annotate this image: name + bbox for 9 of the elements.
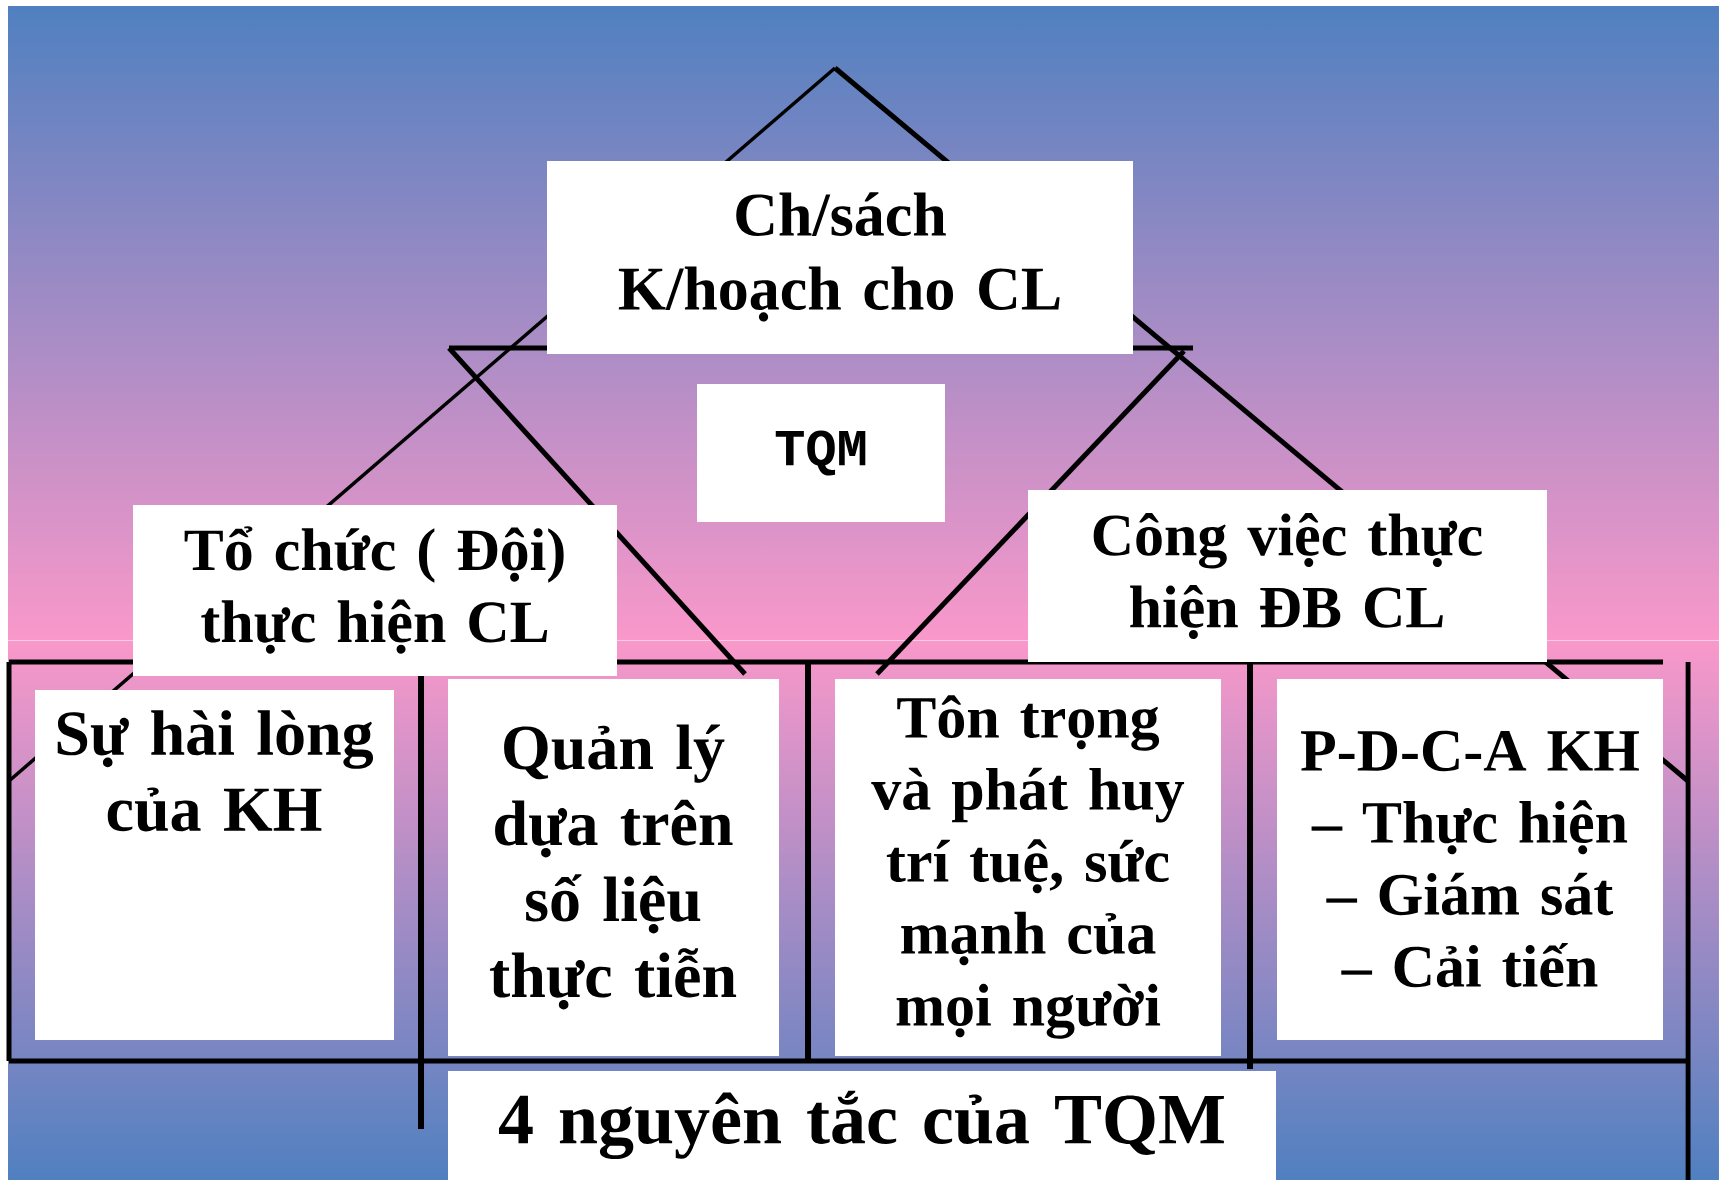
- text-box: Sự hài lòng của KH: [35, 690, 394, 1040]
- text-box: Tổ chức ( Đội) thực hiện CL: [133, 505, 617, 676]
- text-box: Công việc thực hiện ĐB CL: [1028, 490, 1547, 662]
- text-box: Ch/sách K/hoạch cho CL: [547, 161, 1133, 354]
- text-box: Quản lý dựa trên số liệu thực tiễn: [448, 679, 779, 1056]
- text-box: Tôn trọng và phát huy trí tuệ, sức mạnh của mọi người: [835, 679, 1221, 1056]
- text-box: 4 nguyên tắc của TQM: [448, 1071, 1276, 1180]
- text-box: P-D-C-A KH – Thực hiện – Giám sát – Cải tiến: [1277, 679, 1663, 1040]
- text-box: TQM: [697, 384, 945, 522]
